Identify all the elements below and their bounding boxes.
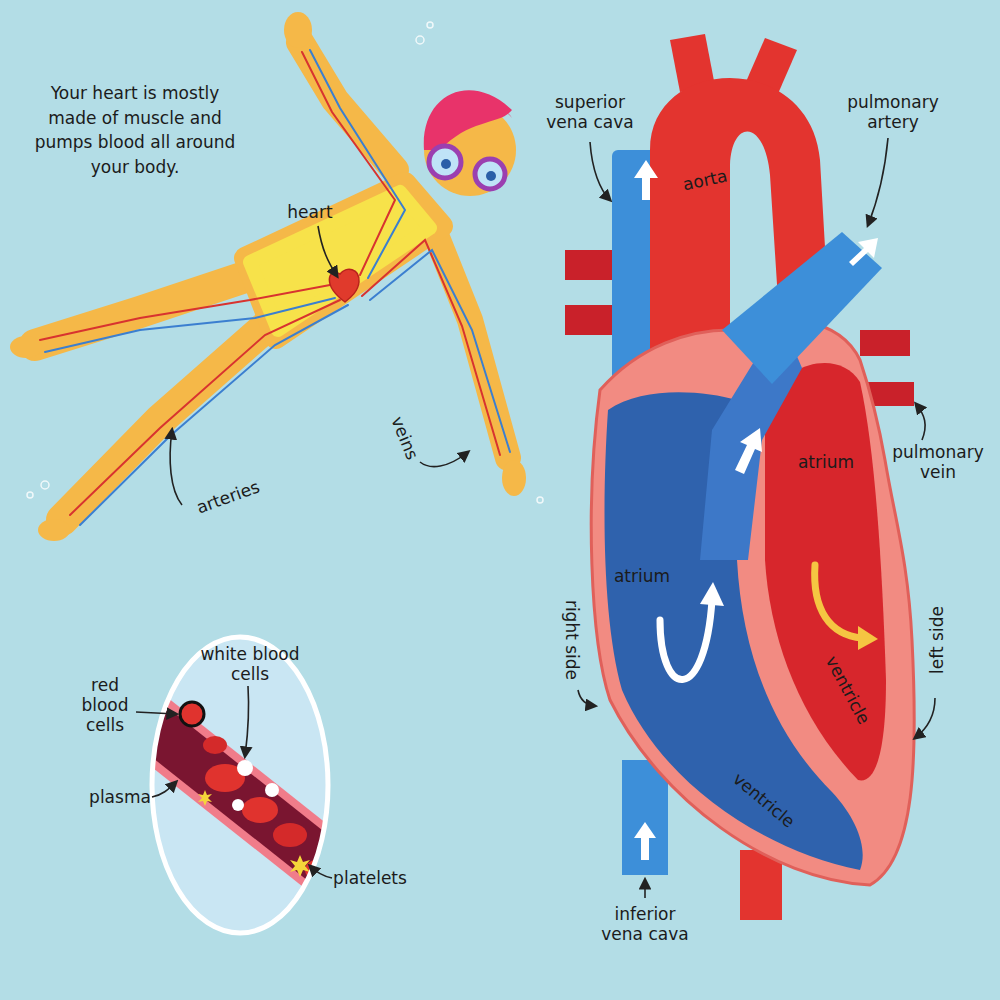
side-label: left side	[927, 606, 947, 674]
intro-note: Your heart is mostly made of muscle and …	[33, 81, 238, 180]
chamber-label: atrium	[798, 452, 854, 472]
part-label: pulmonary artery	[838, 92, 948, 132]
part-label: white blood cells	[195, 644, 305, 684]
swimmer	[10, 12, 526, 541]
part-label: plasma	[89, 787, 151, 807]
part-label: inferior vena cava	[595, 904, 695, 944]
chamber-label: ventricle	[729, 768, 799, 831]
part-label: red blood cells	[74, 675, 136, 735]
part-label: aorta	[681, 166, 729, 195]
chamber-label: ventricle	[822, 653, 875, 728]
part-label: veins	[387, 413, 422, 462]
part-label: platelets	[333, 868, 407, 888]
heart-illustration	[565, 34, 914, 920]
chamber-label: atrium	[614, 566, 670, 586]
part-label: pulmonary vein	[888, 442, 988, 482]
side-label: right side	[562, 600, 582, 680]
part-label: superior vena cava	[540, 92, 640, 132]
part-label: heart	[287, 202, 332, 222]
part-label: arteries	[194, 476, 262, 517]
